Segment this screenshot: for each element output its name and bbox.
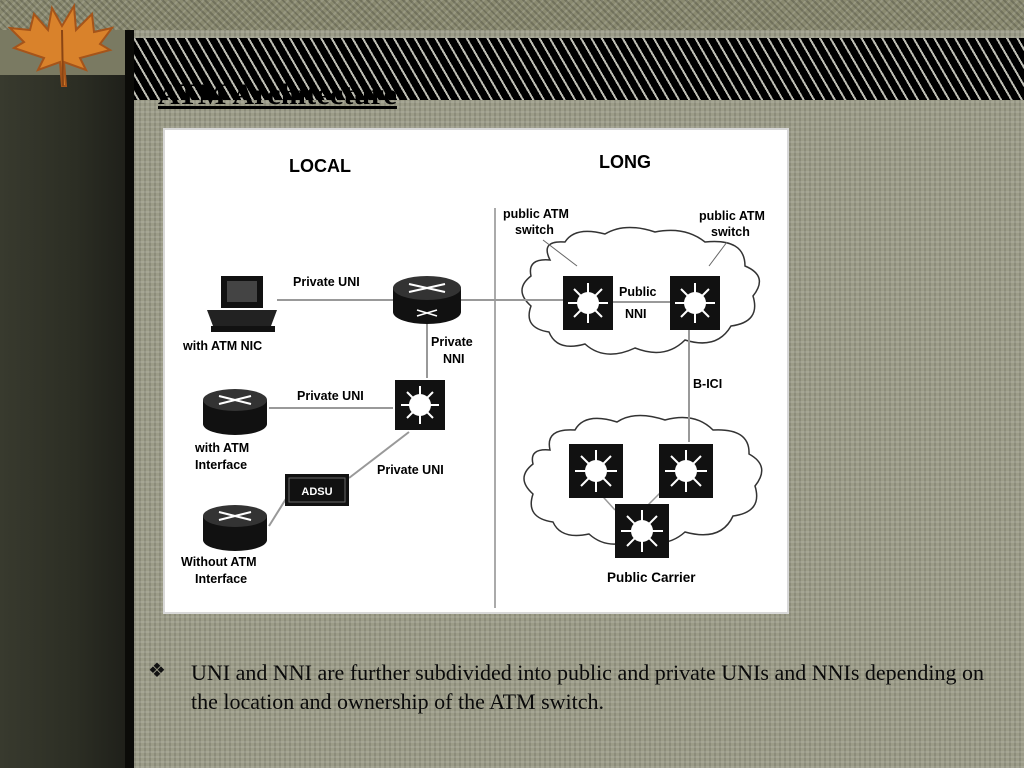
maple-leaf-icon bbox=[7, 2, 115, 87]
public-atm-switch-2-icon bbox=[670, 276, 720, 330]
sidebar-edge bbox=[125, 30, 134, 768]
atm-architecture-diagram: ADSU LOCAL LONG bbox=[163, 128, 789, 614]
public-nni-label-a: Public bbox=[619, 285, 657, 299]
local-header: LOCAL bbox=[289, 156, 351, 176]
public-switch-2-pointer bbox=[708, 241, 728, 267]
private-uni-label-3: Private UNI bbox=[377, 463, 444, 477]
public-atm-switch-1-label-a: public ATM bbox=[503, 207, 569, 221]
public-atm-switch-1-icon bbox=[563, 276, 613, 330]
public-atm-switch-1-label-b: switch bbox=[515, 223, 554, 237]
b-ici-label: B-ICI bbox=[693, 377, 722, 391]
top-texture-band bbox=[0, 0, 1024, 30]
bullet-text: UNI and NNI are further subdivided into … bbox=[191, 660, 985, 714]
public-switch-cloud bbox=[521, 226, 761, 355]
diamond-bullet-icon: ❖ bbox=[148, 658, 166, 682]
with-atm-interface-label-a: with ATM bbox=[194, 441, 249, 455]
left-sidebar bbox=[0, 75, 125, 768]
without-atm-interface-label-a: Without ATM bbox=[181, 555, 257, 569]
private-atm-switch-icon bbox=[395, 380, 445, 430]
with-atm-interface-label-b: Interface bbox=[195, 458, 247, 472]
carrier-switch-c-icon bbox=[615, 504, 669, 558]
adsu-device-icon bbox=[285, 474, 349, 506]
title-banner bbox=[134, 38, 1024, 100]
private-nni-label-a: Private bbox=[431, 335, 473, 349]
without-atm-interface-label-b: Interface bbox=[195, 572, 247, 586]
private-nni-label-b: NNI bbox=[443, 352, 465, 366]
router-without-atm-interface-icon bbox=[203, 505, 267, 551]
atm-router-icon bbox=[393, 276, 461, 324]
public-atm-switch-2-label-a: public ATM bbox=[699, 209, 765, 223]
with-atm-nic-label: with ATM NIC bbox=[182, 339, 262, 353]
private-uni-label-2: Private UNI bbox=[297, 389, 364, 403]
router-with-atm-interface-icon bbox=[203, 389, 267, 435]
private-uni-label-1: Private UNI bbox=[293, 275, 360, 289]
public-carrier-label: Public Carrier bbox=[607, 570, 696, 585]
public-switch-1-pointer bbox=[542, 239, 578, 267]
public-atm-switch-2-label-b: switch bbox=[711, 225, 750, 239]
carrier-switch-a-icon bbox=[569, 444, 623, 498]
adsu-to-switch-line bbox=[348, 431, 410, 479]
long-header: LONG bbox=[599, 152, 651, 172]
computer-icon bbox=[207, 276, 277, 332]
public-carrier-cloud bbox=[523, 414, 763, 545]
carrier-switch-b-icon bbox=[659, 444, 713, 498]
slide-title: ATM Architecture bbox=[158, 78, 397, 111]
diagram-canvas: ADSU LOCAL LONG bbox=[181, 152, 765, 608]
public-nni-label-b: NNI bbox=[625, 307, 647, 321]
adsu-label: ADSU bbox=[301, 486, 332, 498]
